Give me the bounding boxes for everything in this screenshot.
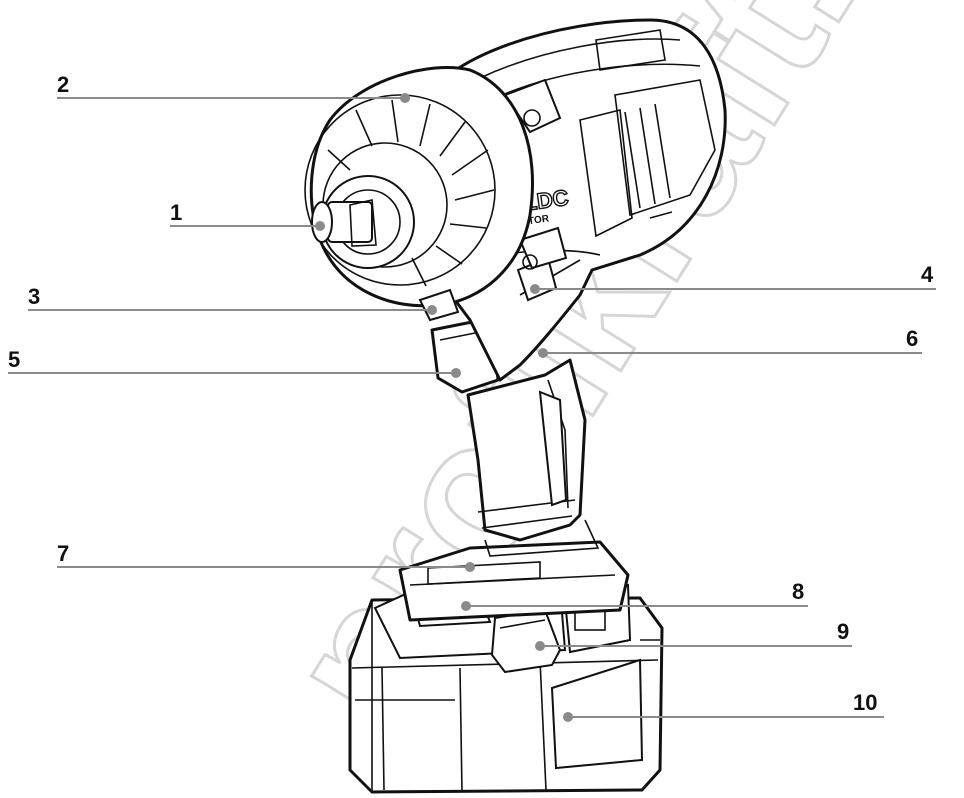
callout-1-number: 1 [170, 200, 182, 225]
callout-8-number: 8 [792, 579, 804, 604]
callout-3-number: 3 [28, 284, 40, 309]
callout-2: 2 [57, 72, 410, 103]
callout-4: 4 [530, 262, 936, 294]
callout-3: 3 [28, 284, 437, 315]
tool-base [398, 540, 630, 622]
upper-lamp [503, 78, 562, 134]
callout-9-number: 9 [837, 619, 849, 644]
callout-4-number: 4 [921, 262, 934, 287]
callout-9: 9 [535, 619, 852, 651]
callout-10: 10 [563, 690, 884, 722]
callout-10-number: 10 [853, 690, 877, 715]
callout-6: 6 [538, 326, 922, 358]
callout-2-number: 2 [57, 72, 69, 97]
callout-5: 5 [8, 347, 461, 378]
callout-5-number: 5 [8, 347, 20, 372]
callout-6-number: 6 [906, 326, 918, 351]
callout-7: 7 [57, 541, 475, 572]
hammer-case [304, 65, 534, 308]
callout-8: 8 [461, 579, 808, 611]
handle [466, 358, 600, 557]
callout-1: 1 [170, 200, 325, 231]
callout-7-number: 7 [57, 541, 69, 566]
